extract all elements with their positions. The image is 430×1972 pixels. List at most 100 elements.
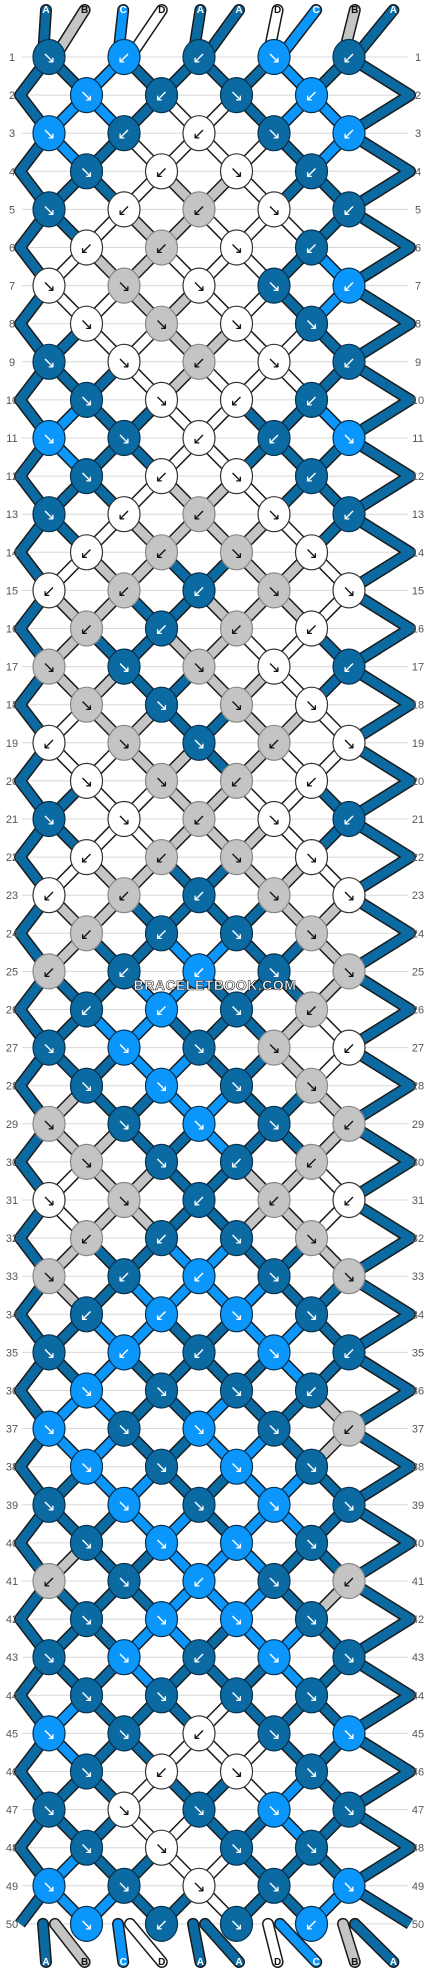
knot (32, 115, 66, 152)
knot (182, 1639, 216, 1676)
knot (332, 115, 366, 152)
knot (332, 343, 366, 380)
knot-arrow: ↘ (267, 1648, 280, 1667)
knot-arrow: ↙ (155, 848, 168, 867)
knot-arrow: ↘ (342, 429, 355, 448)
knot (294, 381, 329, 418)
row-number-left: 20 (6, 776, 18, 788)
knot-arrow: ↙ (305, 1153, 318, 1172)
knot (69, 153, 104, 190)
knot (32, 572, 66, 609)
knot (144, 305, 179, 342)
row-number-left: 6 (9, 243, 15, 255)
row-number-left: 25 (6, 966, 18, 978)
knot-arrow: ↙ (305, 467, 318, 486)
row-number-right: 14 (412, 547, 424, 559)
row-number-left: 17 (6, 662, 18, 674)
knot (69, 762, 104, 800)
knot-arrow: ↙ (117, 581, 130, 600)
knot (144, 1905, 179, 1943)
knot (32, 1791, 66, 1828)
row-number-left: 30 (6, 1157, 18, 1169)
knot-arrow: ↙ (305, 620, 318, 639)
row-number-left: 42 (6, 1614, 18, 1626)
knot-arrow: ↘ (117, 353, 130, 372)
knot (107, 1334, 141, 1371)
knot (257, 1105, 291, 1142)
knot-arrow: ↙ (192, 886, 205, 905)
knot (69, 1524, 104, 1562)
knot-arrow: ↘ (267, 1267, 280, 1286)
knot-arrow: ↙ (192, 48, 205, 67)
knot-arrow: ↘ (155, 1534, 168, 1553)
knot (294, 1600, 329, 1638)
knot (182, 953, 216, 990)
knot-arrow: ↘ (230, 1001, 243, 1020)
row-number-left: 28 (6, 1081, 18, 1093)
row-number-right: 23 (412, 890, 424, 902)
knot-arrow: ↘ (267, 1572, 280, 1591)
knot (107, 1562, 141, 1600)
knot (107, 1486, 141, 1523)
knot (182, 877, 216, 914)
row-number-right: 25 (412, 966, 424, 978)
row-number-right: 6 (415, 243, 421, 255)
knot-arrow: ↘ (305, 1458, 318, 1477)
knot-arrow: ↘ (80, 696, 93, 715)
knot-arrow: ↘ (155, 1839, 168, 1858)
row-number-right: 26 (412, 1005, 424, 1017)
knot-arrow: ↙ (267, 1191, 280, 1210)
knot (332, 419, 366, 457)
knot (144, 915, 179, 952)
row-number-right: 49 (412, 1881, 424, 1893)
knot (32, 800, 66, 838)
knot-arrow: ↘ (305, 696, 318, 715)
knot-arrow: ↙ (192, 1191, 205, 1210)
row-number-left: 26 (6, 1005, 18, 1017)
row-number-right: 18 (412, 700, 424, 712)
knot (107, 953, 141, 990)
knot-arrow: ↙ (155, 924, 168, 943)
knot (257, 1791, 291, 1828)
row-number-right: 30 (412, 1157, 424, 1169)
knot (294, 610, 329, 647)
knot-arrow: ↙ (192, 1648, 205, 1667)
knot-arrow: ↘ (80, 1458, 93, 1477)
knot (219, 838, 254, 876)
knot-arrow: ↘ (192, 1039, 205, 1058)
knot-arrow: ↘ (267, 1115, 280, 1134)
knot-arrow: ↘ (42, 1343, 55, 1362)
knot (257, 800, 291, 838)
knot-arrow: ↘ (117, 429, 130, 448)
knot-arrow: ↘ (342, 962, 355, 981)
knot-arrow: ↙ (267, 734, 280, 753)
row-number-left: 46 (6, 1767, 18, 1779)
knot-arrow: ↘ (42, 1877, 55, 1896)
knot-arrow: ↙ (80, 924, 93, 943)
knot (182, 267, 216, 304)
knot-arrow: ↘ (230, 1534, 243, 1553)
knot (144, 1372, 179, 1409)
knot (182, 38, 216, 76)
knot (294, 1448, 329, 1485)
knot (332, 724, 366, 761)
knot-arrow: ↙ (155, 1915, 168, 1934)
knot (144, 991, 179, 1028)
row-number-left: 12 (6, 471, 18, 483)
knot (182, 1029, 216, 1066)
knot-arrow: ↘ (80, 1839, 93, 1858)
strand-end (200, 1919, 244, 1967)
knot (69, 1296, 104, 1333)
knot (332, 1334, 366, 1371)
knot (32, 419, 66, 457)
knot-arrow: ↙ (117, 962, 130, 981)
knot-arrow: ↙ (117, 200, 130, 219)
bottom-strand-label: C (120, 1957, 127, 1968)
knot (182, 1410, 216, 1447)
row-number-left: 48 (6, 1843, 18, 1855)
knot (182, 1258, 216, 1295)
knot-arrow: ↘ (42, 1648, 55, 1667)
knot (32, 1258, 66, 1295)
knot (69, 610, 104, 647)
